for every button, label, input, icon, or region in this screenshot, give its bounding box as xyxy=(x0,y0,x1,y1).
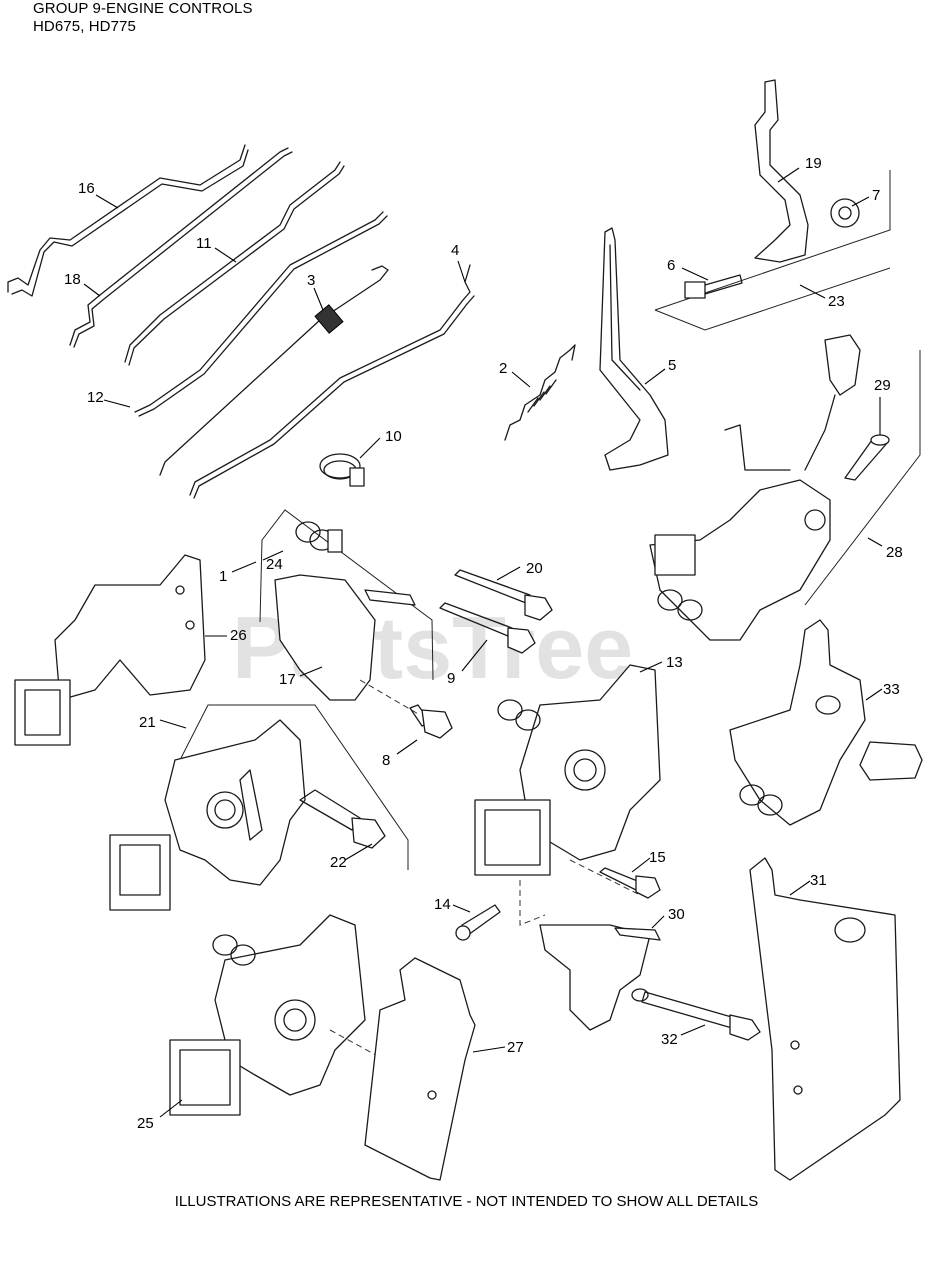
callout-27: 27 xyxy=(507,1039,524,1056)
disclaimer-footer: ILLUSTRATIONS ARE REPRESENTATIVE - NOT I… xyxy=(174,1193,759,1210)
callout-labels: 16 18 11 12 3 4 2 5 6 19 7 23 10 29 28 1… xyxy=(64,155,903,1132)
callout-23: 23 xyxy=(828,293,845,310)
callout-7: 7 xyxy=(872,187,880,204)
pin-29 xyxy=(844,434,890,481)
callout-29: 29 xyxy=(874,377,891,394)
plate-31 xyxy=(749,857,901,1181)
callout-25: 25 xyxy=(137,1115,154,1132)
assembly-21 xyxy=(109,719,306,911)
bracket-30 xyxy=(519,880,661,1031)
callout-6: 6 xyxy=(667,257,675,274)
diagram-title: GROUP 9-ENGINE CONTROLS xyxy=(33,0,253,17)
callout-18: 18 xyxy=(64,271,81,288)
callout-28: 28 xyxy=(886,544,903,561)
rod-18 xyxy=(69,147,293,348)
callout-16: 16 xyxy=(78,180,95,197)
callout-20: 20 xyxy=(526,560,543,577)
clamp-24 xyxy=(295,521,343,553)
pin-6 xyxy=(684,274,743,299)
box-1 xyxy=(259,509,434,681)
leader-lines xyxy=(83,167,883,1118)
bolt-14 xyxy=(455,904,501,941)
clamp-10 xyxy=(319,453,365,487)
bracket-box-23 xyxy=(654,170,891,331)
callout-17: 17 xyxy=(279,671,296,688)
plate-26 xyxy=(14,554,206,746)
callout-9: 9 xyxy=(447,670,455,687)
plate-27 xyxy=(364,957,476,1181)
callout-33: 33 xyxy=(883,681,900,698)
bolt-15 xyxy=(599,867,661,899)
callout-24: 24 xyxy=(266,556,283,573)
callout-3: 3 xyxy=(307,272,315,289)
callout-5: 5 xyxy=(668,357,676,374)
box-21 xyxy=(179,704,409,870)
callout-10: 10 xyxy=(385,428,402,445)
lever-19 xyxy=(754,79,809,263)
callout-31: 31 xyxy=(810,872,827,889)
callout-11: 11 xyxy=(196,235,212,252)
rod-11 xyxy=(124,161,345,366)
control-assembly-28 xyxy=(649,334,921,641)
assembly-13 xyxy=(474,664,661,896)
callout-13: 13 xyxy=(666,654,683,671)
lever-5 xyxy=(599,227,669,471)
callout-19: 19 xyxy=(805,155,822,172)
callout-4: 4 xyxy=(451,242,459,259)
bolt-8 xyxy=(409,704,453,739)
callout-30: 30 xyxy=(668,906,685,923)
rod-4 xyxy=(189,264,475,499)
callout-2: 2 xyxy=(499,360,507,377)
callout-8: 8 xyxy=(382,752,390,769)
rod-16 xyxy=(7,144,249,297)
callout-32: 32 xyxy=(661,1031,678,1048)
cable-3 xyxy=(159,265,389,476)
plate-17 xyxy=(274,574,421,716)
bolt-32 xyxy=(631,988,761,1041)
spring-2 xyxy=(504,344,576,441)
model-numbers: HD675, HD775 xyxy=(33,18,136,35)
callout-15: 15 xyxy=(649,849,666,866)
callout-22: 22 xyxy=(330,854,347,871)
rod-12 xyxy=(134,211,388,417)
nut-7 xyxy=(830,198,860,228)
callout-1: 1 xyxy=(219,568,227,585)
callout-21: 21 xyxy=(139,714,156,731)
callout-14: 14 xyxy=(434,896,451,913)
assembly-33 xyxy=(729,619,923,826)
bolt-9 xyxy=(439,602,536,654)
bolt-20 xyxy=(454,569,553,621)
callout-26: 26 xyxy=(230,627,247,644)
bolt-22 xyxy=(299,789,386,849)
callout-12: 12 xyxy=(87,389,104,406)
